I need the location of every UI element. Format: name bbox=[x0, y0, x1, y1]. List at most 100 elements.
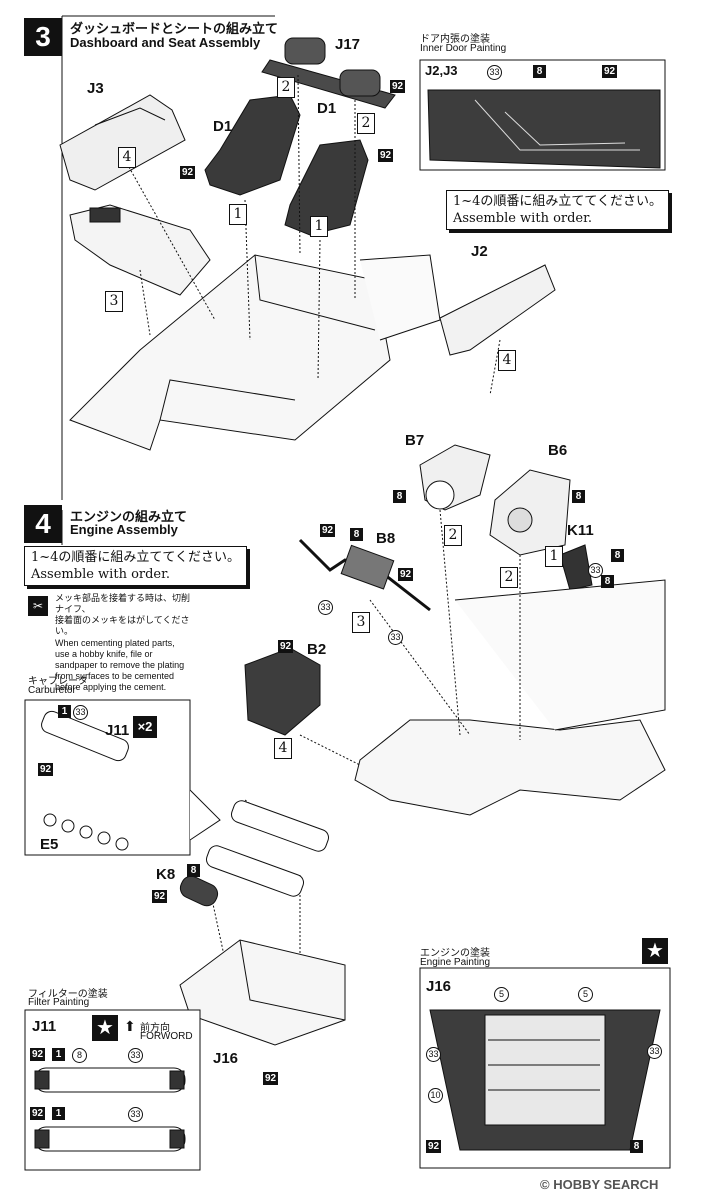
door-color-33: 33 bbox=[487, 65, 502, 80]
engine-color-10: 10 bbox=[428, 1088, 443, 1103]
color-8-b7: 8 bbox=[393, 490, 406, 503]
door-color-92: 92 bbox=[602, 65, 618, 78]
carb-color-1: 1 bbox=[58, 705, 71, 718]
filter-color-92-a: 92 bbox=[30, 1048, 46, 1061]
seat-d1-right bbox=[284, 139, 369, 236]
color-8-b6: 8 bbox=[572, 490, 585, 503]
carb-title-jp: キャブレータ bbox=[28, 676, 88, 687]
door-paint-part: J2,J3 bbox=[425, 63, 458, 78]
filter-color-92-b: 92 bbox=[30, 1107, 46, 1120]
color-92-seat-right: 92 bbox=[378, 149, 394, 162]
color-92-seat-left: 92 bbox=[180, 166, 196, 179]
order4-3: 3 bbox=[352, 612, 370, 633]
door-color-8: 8 bbox=[533, 65, 546, 78]
link-k11 bbox=[559, 544, 593, 591]
label-j16: J16 bbox=[213, 1050, 239, 1067]
order-4-a: 4 bbox=[118, 147, 136, 168]
label-b8: B8 bbox=[376, 530, 396, 547]
order4-2-a: 2 bbox=[444, 525, 462, 546]
step4-order-note: 1~4の順番に組み立ててください。 Assemble with order. bbox=[24, 546, 248, 586]
color-92-exhaust-a: 92 bbox=[320, 524, 336, 537]
filter-color-1-a: 1 bbox=[52, 1048, 65, 1061]
label-b6: B6 bbox=[548, 442, 568, 459]
filter-forward-en: FORWORD bbox=[140, 1031, 193, 1042]
filter-color-33-b: 33 bbox=[128, 1107, 143, 1122]
color-92-j16: 92 bbox=[263, 1072, 279, 1085]
engine-color-5-a: 5 bbox=[494, 987, 509, 1002]
carb-lower bbox=[206, 845, 304, 897]
carb-label-j11: J11 bbox=[105, 722, 130, 739]
order-2-b: 2 bbox=[357, 113, 375, 134]
color-92-k8: 92 bbox=[152, 890, 168, 903]
order-4-b: 4 bbox=[498, 350, 516, 371]
step3-title-en: Dashboard and Seat Assembly bbox=[70, 35, 261, 50]
filter-color-1-b: 1 bbox=[52, 1107, 65, 1120]
filter-paint-lower bbox=[34, 1126, 186, 1152]
order4-2-b: 2 bbox=[500, 567, 518, 588]
filter-paint-title-jp: フィルターの塗装 bbox=[28, 989, 108, 1000]
plated-notice-jp1: メッキ部品を接着する時は、切削ナイフ、 bbox=[55, 594, 191, 615]
step3-order-note: 1~4の順番に組み立ててください。 Assemble with order. bbox=[446, 190, 670, 230]
color-33-exhaust-b: 33 bbox=[388, 630, 403, 645]
door-paint-title-en: Inner Door Painting bbox=[420, 43, 507, 54]
inner-door-j3 bbox=[59, 94, 186, 191]
label-j17: J17 bbox=[335, 36, 361, 53]
plated-notice-en: When cementing plated parts, use a hobby… bbox=[55, 638, 185, 692]
bracket-b2 bbox=[244, 647, 321, 736]
rear-chassis bbox=[354, 719, 666, 816]
color-8-k8: 8 bbox=[187, 864, 200, 877]
color-33-exhaust-a: 33 bbox=[318, 600, 333, 615]
label-b2: B2 bbox=[307, 641, 327, 658]
headrest-bar-j17 bbox=[261, 37, 396, 109]
color-8-k11-b: 8 bbox=[601, 575, 614, 588]
color-92-exhaust-b: 92 bbox=[398, 568, 414, 581]
step4-title-en: Engine Assembly bbox=[70, 522, 178, 537]
plated-notice: メッキ部品を接着する時は、切削ナイフ、 接着面のメッキをはがしてください。 Wh… bbox=[55, 594, 190, 693]
order-2-a: 2 bbox=[277, 77, 295, 98]
step-number-3: 3 bbox=[24, 18, 62, 56]
label-j2: J2 bbox=[471, 243, 488, 260]
color-8-b8: 8 bbox=[350, 528, 363, 541]
carb-color-92: 92 bbox=[38, 763, 54, 776]
carb-color-33: 33 bbox=[73, 705, 88, 720]
step4-order-note-jp: 1~4の順番に組み立ててください。 bbox=[31, 550, 241, 565]
filter-paint-part: J11 bbox=[32, 1018, 57, 1035]
order-1-b: 1 bbox=[310, 216, 328, 237]
filter-color-8: 8 bbox=[72, 1048, 87, 1063]
order-3: 3 bbox=[105, 291, 123, 312]
engine-color-33-b: 33 bbox=[647, 1044, 662, 1059]
filter-paint-upper bbox=[34, 1067, 186, 1093]
filter-k8 bbox=[179, 875, 219, 907]
label-d1-right: D1 bbox=[317, 100, 337, 117]
order4-1: 1 bbox=[545, 546, 563, 567]
engine-paint-part: J16 bbox=[426, 978, 452, 995]
color-33-k11: 33 bbox=[588, 563, 603, 578]
color-92-headrest: 92 bbox=[390, 80, 406, 93]
dashboard bbox=[69, 204, 211, 296]
label-d1-left: D1 bbox=[213, 118, 233, 135]
carb-title-en: Carburetor bbox=[28, 685, 76, 696]
watermark: © HOBBY SEARCH bbox=[540, 1177, 659, 1192]
label-b7: B7 bbox=[405, 432, 425, 449]
step3-title-jp: ダッシュボードとシートの組み立て bbox=[70, 22, 279, 37]
step3-order-note-en: Assemble with order. bbox=[453, 211, 593, 226]
engine-paint-title-en: Engine Painting bbox=[420, 957, 491, 968]
step4-title-jp: エンジンの組み立て bbox=[70, 510, 188, 525]
engine-paint-title-jp: エンジンの塗装 bbox=[420, 948, 490, 959]
carb-quantity-x2: ×2 bbox=[133, 716, 157, 738]
order-1-a: 1 bbox=[229, 204, 247, 225]
order4-4: 4 bbox=[274, 738, 292, 759]
label-k11: K11 bbox=[567, 522, 594, 539]
plated-parts-icon: ✂ bbox=[28, 596, 48, 616]
seat-d1-left bbox=[204, 94, 301, 196]
step3-order-note-jp: 1~4の順番に組み立ててください。 bbox=[453, 194, 663, 209]
step-number-4: 4 bbox=[24, 505, 62, 543]
filter-paint-title-en: Filter Painting bbox=[28, 997, 90, 1008]
chassis-tub bbox=[69, 254, 391, 451]
label-j3: J3 bbox=[87, 80, 104, 97]
carb-label-e5: E5 bbox=[40, 836, 59, 853]
star-icon: ★ bbox=[642, 938, 668, 964]
plated-notice-jp2: 接着面のメッキをはがしてください。 bbox=[55, 616, 190, 637]
label-k8: K8 bbox=[156, 866, 176, 883]
